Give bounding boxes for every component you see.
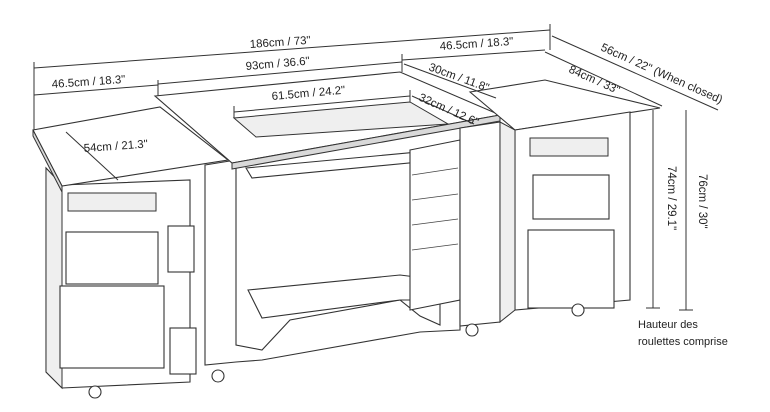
left-panel <box>59 285 165 369</box>
shelf-line-3 <box>411 218 459 226</box>
dim-left-wing-depth: 54cm / 21.3" <box>83 139 148 155</box>
dim-right-wing-width: 46.5cm / 18.3" <box>439 36 513 53</box>
dim-height-total: 76cm / 30" <box>696 174 708 229</box>
right-panel <box>527 229 615 309</box>
shelf-line-4 <box>411 243 459 251</box>
right-bin <box>532 174 610 220</box>
dim-left-wing-width: 46.5cm / 18.3" <box>51 74 125 91</box>
left-bin <box>65 231 159 285</box>
center-frame <box>204 159 461 366</box>
caption-line-1: Hauteur des <box>638 319 698 331</box>
dimension-lines <box>33 24 719 311</box>
right-cabinet-side <box>499 121 516 324</box>
wheel-3 <box>465 323 479 337</box>
shelf-line-2 <box>411 193 459 201</box>
center-right-cabinet <box>459 121 501 327</box>
right-tray <box>529 137 609 157</box>
center-top-edge <box>231 114 501 170</box>
caption-line-2: roulettes comprise <box>638 336 728 348</box>
dim-total-width: 186cm / 73" <box>249 35 311 51</box>
dim-center-width: 93cm / 36.6" <box>245 55 310 73</box>
left-cup <box>167 225 195 273</box>
dim-height-table: 74cm / 29.1" <box>665 166 677 230</box>
wheel-2 <box>211 369 225 383</box>
wheel-4 <box>571 303 585 317</box>
left-wing-edge <box>32 129 63 193</box>
left-small-cup <box>169 327 197 375</box>
right-wing-top <box>468 79 661 131</box>
wheel-1 <box>88 385 102 399</box>
shelf-line-1 <box>411 167 459 176</box>
left-tray <box>67 192 157 212</box>
side-shelves <box>409 139 461 311</box>
dim-depth-closed: 56cm / 22" (When closed) <box>599 42 725 107</box>
